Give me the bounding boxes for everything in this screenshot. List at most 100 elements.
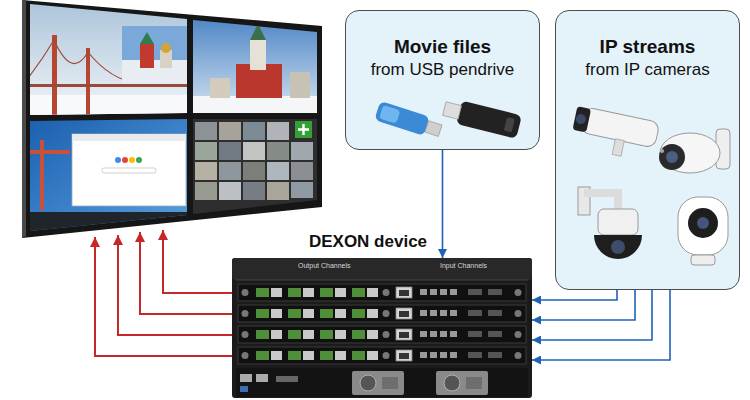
- screen: [190, 96, 320, 116]
- dexon-chassis: [276, 376, 298, 382]
- video-wall: [22, 0, 26, 238]
- dexon-chassis: [232, 258, 532, 280]
- dexon-chassis: [352, 371, 404, 395]
- output-wire: [163, 230, 232, 293]
- screen: [267, 122, 289, 140]
- screen: [129, 157, 135, 163]
- dexon-chassis: [236, 280, 528, 281]
- ip-camera-art: [594, 235, 642, 259]
- ip-camera-art: [659, 129, 730, 173]
- output-wire: [95, 230, 232, 356]
- node-heading: Movie files: [394, 35, 491, 59]
- usb-pendrive-art: [425, 121, 442, 137]
- usb-pendrive-art: [346, 11, 541, 151]
- node-text: from USB pendrive: [371, 59, 515, 81]
- screen: [195, 142, 217, 160]
- screen: [267, 162, 289, 180]
- channel-label: Output Channels: [298, 261, 351, 270]
- screen: [250, 40, 266, 70]
- dexon-chassis: [238, 305, 526, 322]
- signal-line: [532, 290, 670, 360]
- screen: [28, 117, 190, 233]
- dexon-chassis: [238, 347, 526, 364]
- ip-camera-art: [666, 151, 678, 163]
- screen: [136, 157, 142, 163]
- dexon-chassis: [360, 375, 376, 391]
- screen: [52, 35, 57, 115]
- dexon-chassis: [232, 258, 532, 398]
- source-box: Movie filesfrom USB pendrive: [345, 10, 540, 150]
- dexon-chassis: [256, 374, 268, 382]
- dexon-chassis: [382, 377, 398, 389]
- screen: [28, 84, 190, 87]
- screen: [28, 0, 190, 118]
- ip-camera-art: [678, 197, 728, 255]
- screen: [190, 18, 320, 116]
- video-wall: [22, 0, 322, 238]
- signal-line: [532, 290, 617, 300]
- dexon-chassis: [444, 375, 460, 391]
- screen: [122, 157, 128, 163]
- screen: [28, 0, 190, 118]
- signal-line: [442, 150, 444, 258]
- usb-pendrive-art: [374, 101, 430, 136]
- screen: [195, 162, 217, 180]
- screen: [267, 182, 289, 200]
- screen: [122, 60, 188, 84]
- output-wire: [140, 232, 232, 314]
- usb-pendrive-art: [441, 97, 522, 139]
- ip-camera-art: [569, 105, 660, 163]
- screen: [28, 117, 190, 234]
- screen: [210, 78, 230, 98]
- screen: [243, 182, 265, 200]
- screen: [195, 122, 217, 140]
- screen: [243, 162, 265, 180]
- device-box: DEXON device: [232, 258, 532, 398]
- dexon-chassis: [238, 326, 526, 343]
- ip-camera-art: [660, 133, 720, 173]
- screen: [243, 122, 265, 140]
- source-box: IP streamsfrom IP cameras: [555, 10, 740, 290]
- dexon-chassis: [240, 374, 252, 382]
- screen: [291, 182, 313, 198]
- ip-camera-art: [584, 193, 618, 209]
- screen: [190, 117, 320, 217]
- dexon-chassis: [436, 371, 488, 395]
- screen: [161, 43, 171, 53]
- screen: [219, 162, 241, 180]
- video-wall: [22, 0, 322, 238]
- ip-camera-art: [575, 113, 587, 125]
- screen: [291, 142, 313, 160]
- signal-line: [532, 290, 652, 340]
- node-heading: DEXON device: [232, 231, 504, 253]
- screen: [40, 140, 44, 210]
- node-text: from IP cameras: [585, 59, 709, 81]
- dexon-chassis: [240, 386, 248, 392]
- screen: [219, 182, 241, 200]
- screen: [86, 48, 90, 115]
- dexon-chassis: [236, 368, 528, 397]
- screen: [219, 142, 241, 160]
- usb-pendrive-art: [443, 102, 462, 119]
- screen: [243, 142, 265, 160]
- screen: [122, 26, 188, 84]
- ip-camera-art: [578, 187, 642, 259]
- ip-camera-art: [660, 149, 664, 153]
- screen: [190, 117, 320, 217]
- usb-pendrive-art: [374, 101, 443, 140]
- screen: [72, 134, 186, 141]
- screen: [30, 150, 70, 154]
- screen: [102, 168, 156, 173]
- ip-camera-art: [697, 217, 709, 229]
- dexon-chassis: [238, 284, 526, 301]
- screen: [190, 18, 320, 116]
- screen: [250, 24, 266, 40]
- screen: [140, 32, 154, 44]
- usb-pendrive-art: [456, 101, 522, 139]
- screen: [140, 44, 154, 68]
- usb-pendrive-art: [504, 117, 515, 133]
- screen: [195, 182, 217, 200]
- screen: [115, 157, 121, 163]
- ip-camera-art: [659, 144, 685, 170]
